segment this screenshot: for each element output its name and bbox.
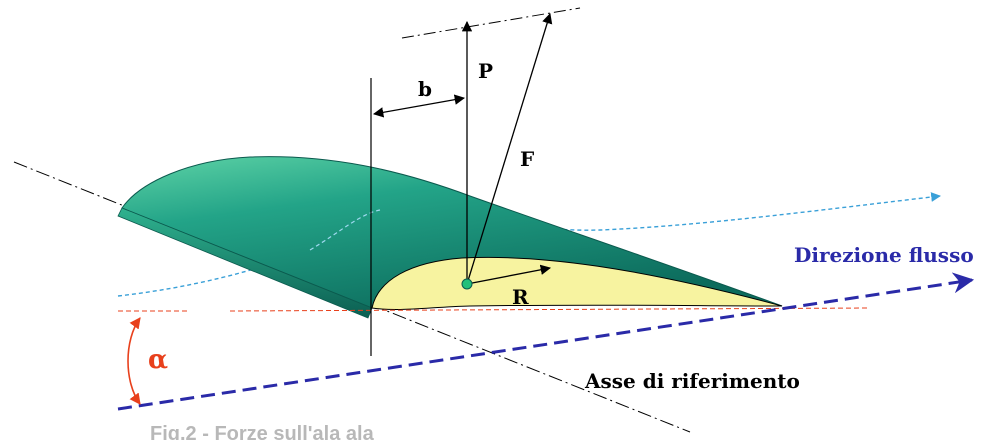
wing-leading-edge-face: [117, 207, 373, 319]
label-reference-axis: Asse di riferimento: [584, 369, 800, 393]
label-R: R: [512, 285, 529, 309]
drag-vector-R: [466, 264, 552, 285]
label-alpha: α: [148, 345, 168, 375]
resultant-vector-F: [466, 13, 553, 285]
flow-direction-line: [117, 272, 975, 411]
label-flow-direction: Direzione flusso: [794, 243, 974, 267]
streamline-over-wing: [309, 209, 381, 251]
alpha-angle-arc: [127, 317, 141, 405]
b-dimension-arrow: [372, 94, 466, 118]
figure-caption: Fig.2 - Forze sull'ala ala: [150, 423, 375, 440]
label-b: b: [418, 77, 432, 101]
center-of-pressure-point: [461, 278, 473, 290]
label-P: P: [478, 59, 493, 83]
label-F: F: [520, 147, 534, 171]
horizontal-reference-line: [229, 307, 871, 312]
force-plane-line: [401, 7, 581, 39]
airfoil-section: [371, 256, 783, 311]
